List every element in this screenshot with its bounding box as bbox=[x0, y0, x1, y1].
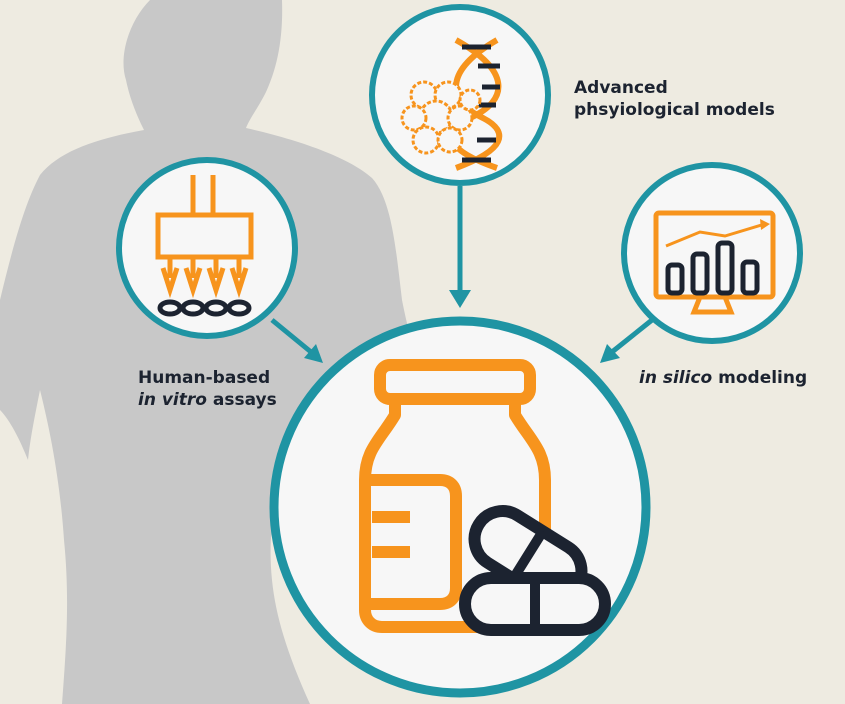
label-right-italic: in silico bbox=[639, 368, 713, 388]
label-top-line2: phsyiological models bbox=[574, 100, 775, 120]
label-top-line1: Advanced bbox=[574, 78, 668, 98]
label-advanced-physiological-models: Advanced phsyiological models bbox=[574, 77, 775, 121]
arrow-left bbox=[270, 318, 323, 363]
label-right-rest: modeling bbox=[712, 368, 808, 388]
medicine-bottle-icon bbox=[359, 359, 551, 633]
arrow-right bbox=[600, 318, 654, 363]
circle-left bbox=[116, 157, 298, 339]
label-left-line2: in vitro assays bbox=[138, 389, 277, 411]
monitor-bar-chart-icon bbox=[653, 210, 776, 315]
label-left-italic: in vitro bbox=[138, 390, 207, 410]
arrow-top bbox=[449, 186, 471, 308]
multichannel-pipette-icon bbox=[155, 175, 254, 299]
pills-icon bbox=[459, 505, 611, 636]
label-left-rest: assays bbox=[206, 390, 277, 410]
dna-cell-cluster-icon bbox=[400, 37, 503, 171]
label-in-silico-modeling: in silico modeling bbox=[639, 367, 807, 389]
human-silhouette bbox=[0, 0, 420, 704]
well-plate-icon bbox=[157, 299, 252, 317]
label-left-line1: Human-based bbox=[138, 368, 271, 388]
label-human-based-in-vitro-assays: Human-based in vitro assays bbox=[138, 367, 277, 411]
